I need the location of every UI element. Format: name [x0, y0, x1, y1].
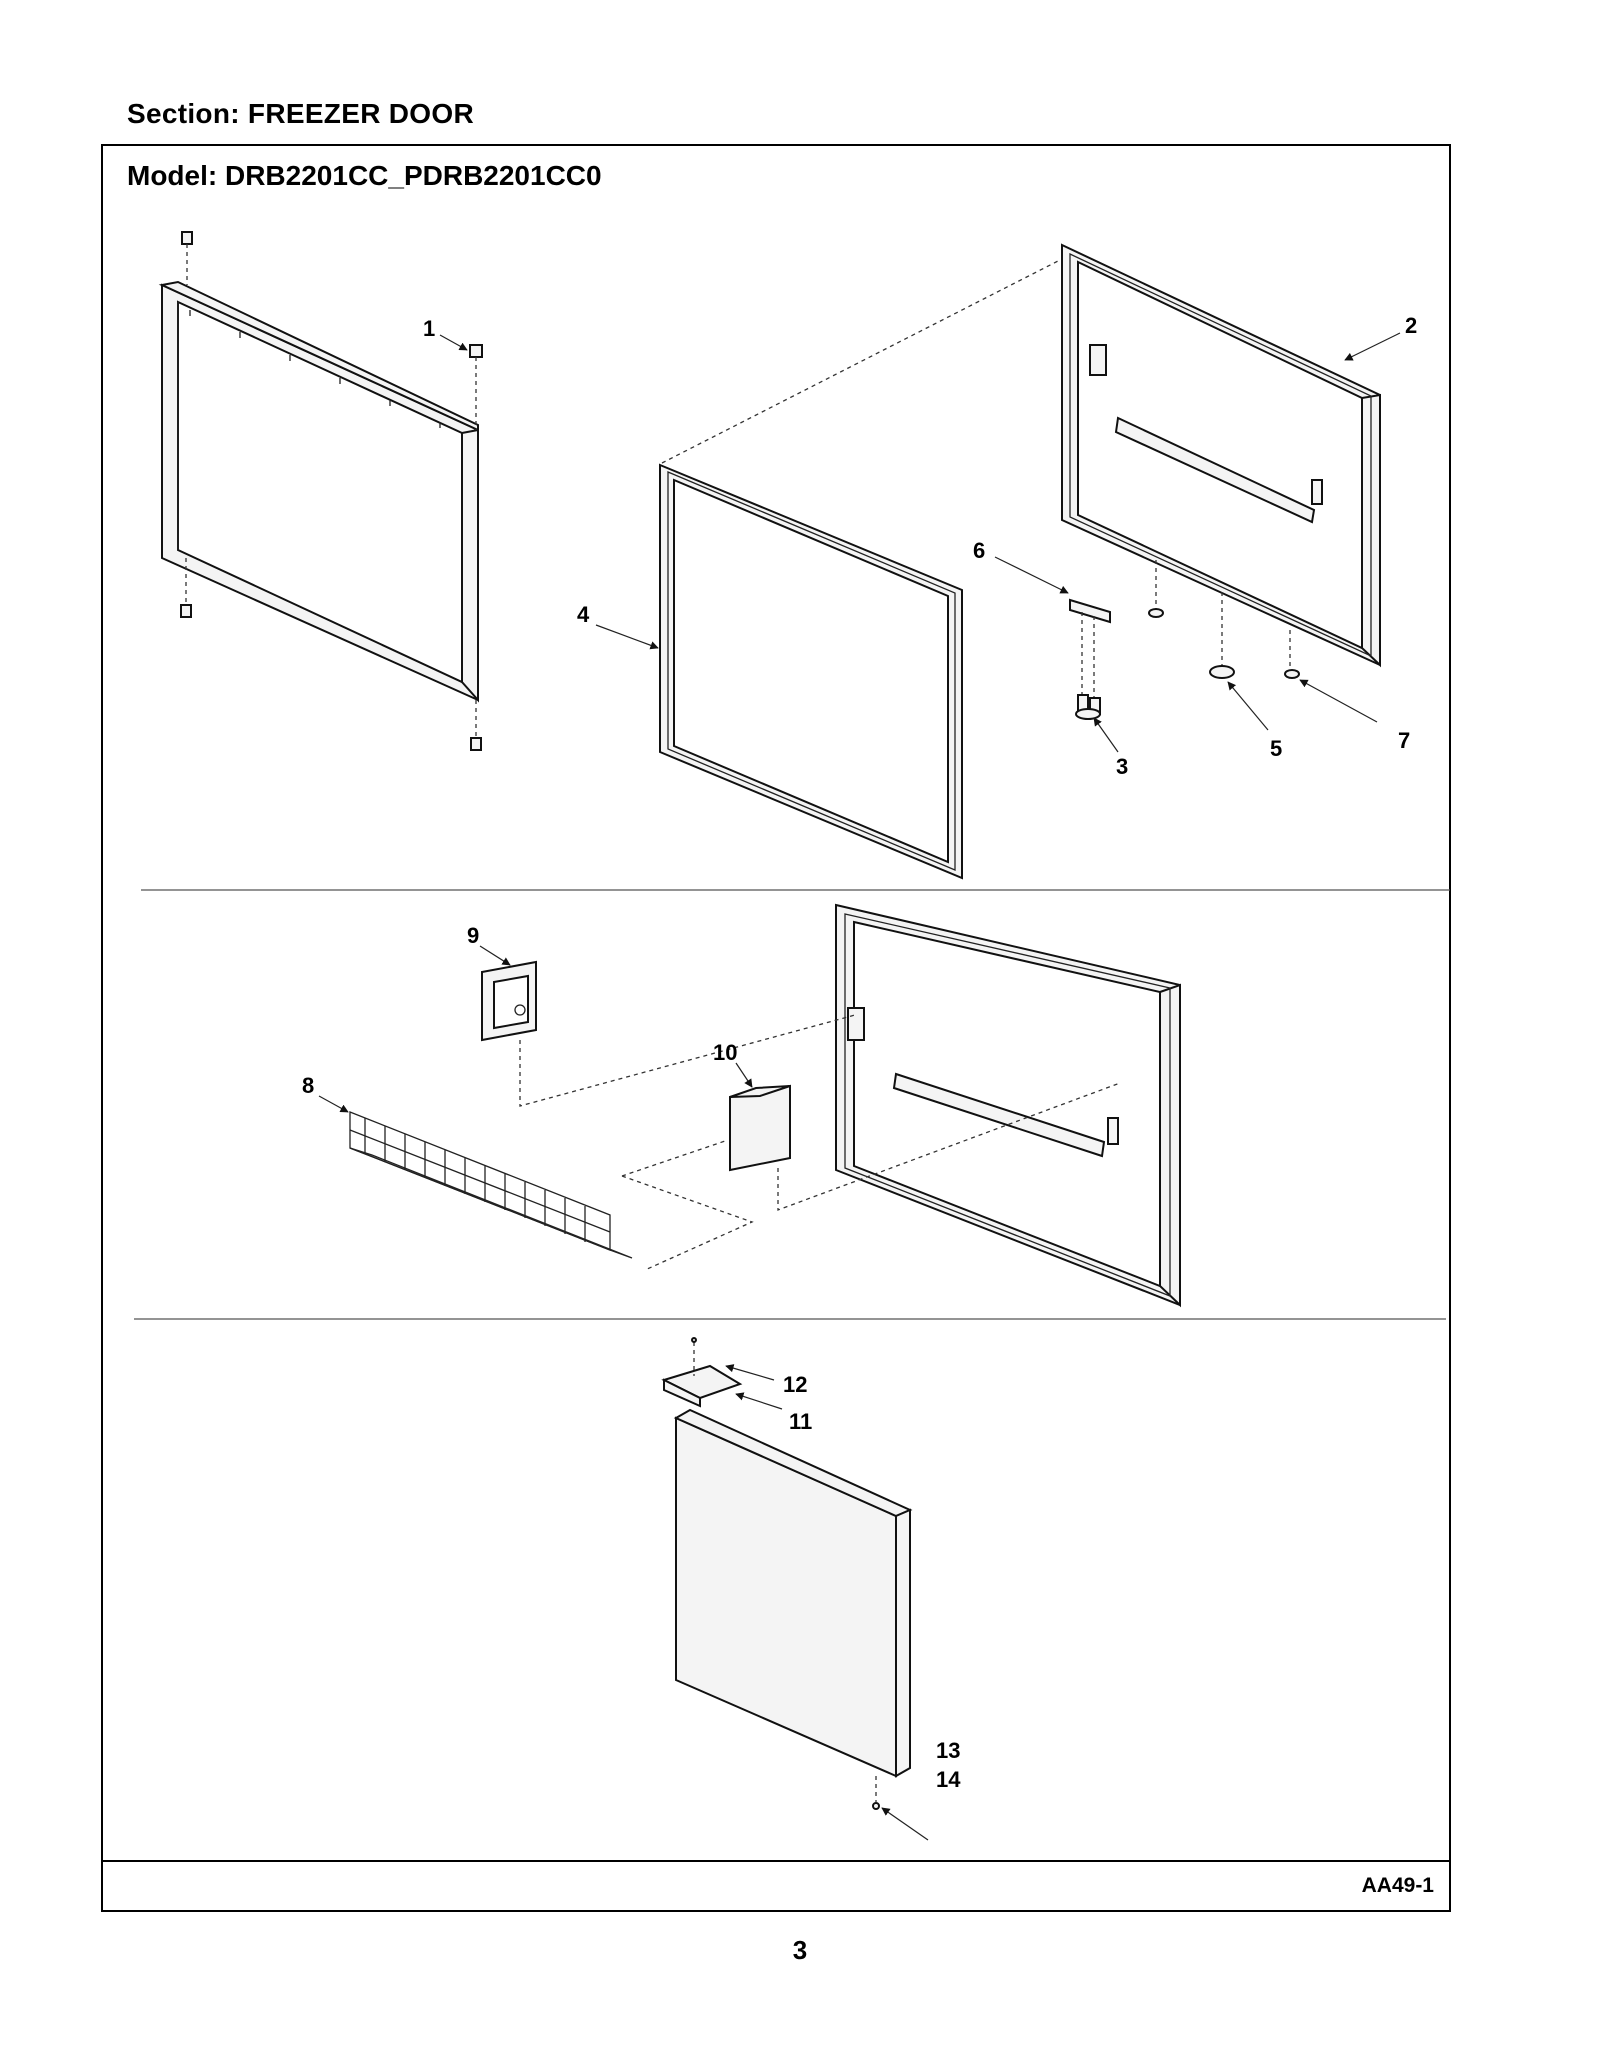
callout-6: 6: [973, 538, 985, 563]
hinge-cover-part-9: [481, 960, 537, 1042]
footer-divider: [101, 1860, 1451, 1862]
callout-8: 8: [302, 1073, 314, 1098]
diagram-code: AA49-1: [1361, 1874, 1434, 1897]
callout-2: 2: [1405, 313, 1417, 338]
model-title: Model: DRB2201CC_PDRB2201CC0: [127, 160, 602, 191]
door-gasket: [659, 463, 963, 880]
wire-basket-part-8: [349, 1111, 633, 1259]
callout-14: 14: [936, 1767, 961, 1792]
callout-13: 13: [936, 1738, 960, 1763]
bolt-bottom-right: [470, 700, 482, 751]
callout-11: 11: [789, 1409, 812, 1434]
callout-1: 1: [423, 316, 435, 341]
callout-12: 12: [783, 1372, 807, 1397]
hinge-pin-assembly: [1075, 694, 1101, 720]
hinge-cover-part-10: [729, 1084, 791, 1172]
callout-7: 7: [1398, 728, 1410, 753]
door-handle-part-11: [661, 1364, 743, 1408]
bolt-top-left: [181, 231, 193, 285]
callout-10: 10: [713, 1040, 737, 1065]
door-frame-outer: [158, 280, 479, 703]
door-panel-front: [673, 1408, 913, 1778]
diagram-frame: [101, 144, 1451, 1912]
door-inner-liner: [1061, 243, 1381, 668]
page-number: 3: [792, 1935, 808, 1965]
screw-part-1: [469, 344, 483, 430]
callout-5: 5: [1270, 736, 1282, 761]
callout-3: 3: [1116, 754, 1128, 779]
callout-4: 4: [577, 602, 590, 627]
cap-part-7: [1284, 669, 1300, 679]
bolt-bottom-left: [180, 558, 192, 618]
washer-part-5: [1209, 665, 1235, 679]
door-inner-liner-2: [835, 903, 1181, 1308]
section-title: Section: FREEZER DOOR: [127, 98, 474, 129]
callout-9: 9: [467, 923, 479, 948]
washer-small: [1148, 608, 1164, 618]
hinge-bracket: [1069, 598, 1111, 698]
